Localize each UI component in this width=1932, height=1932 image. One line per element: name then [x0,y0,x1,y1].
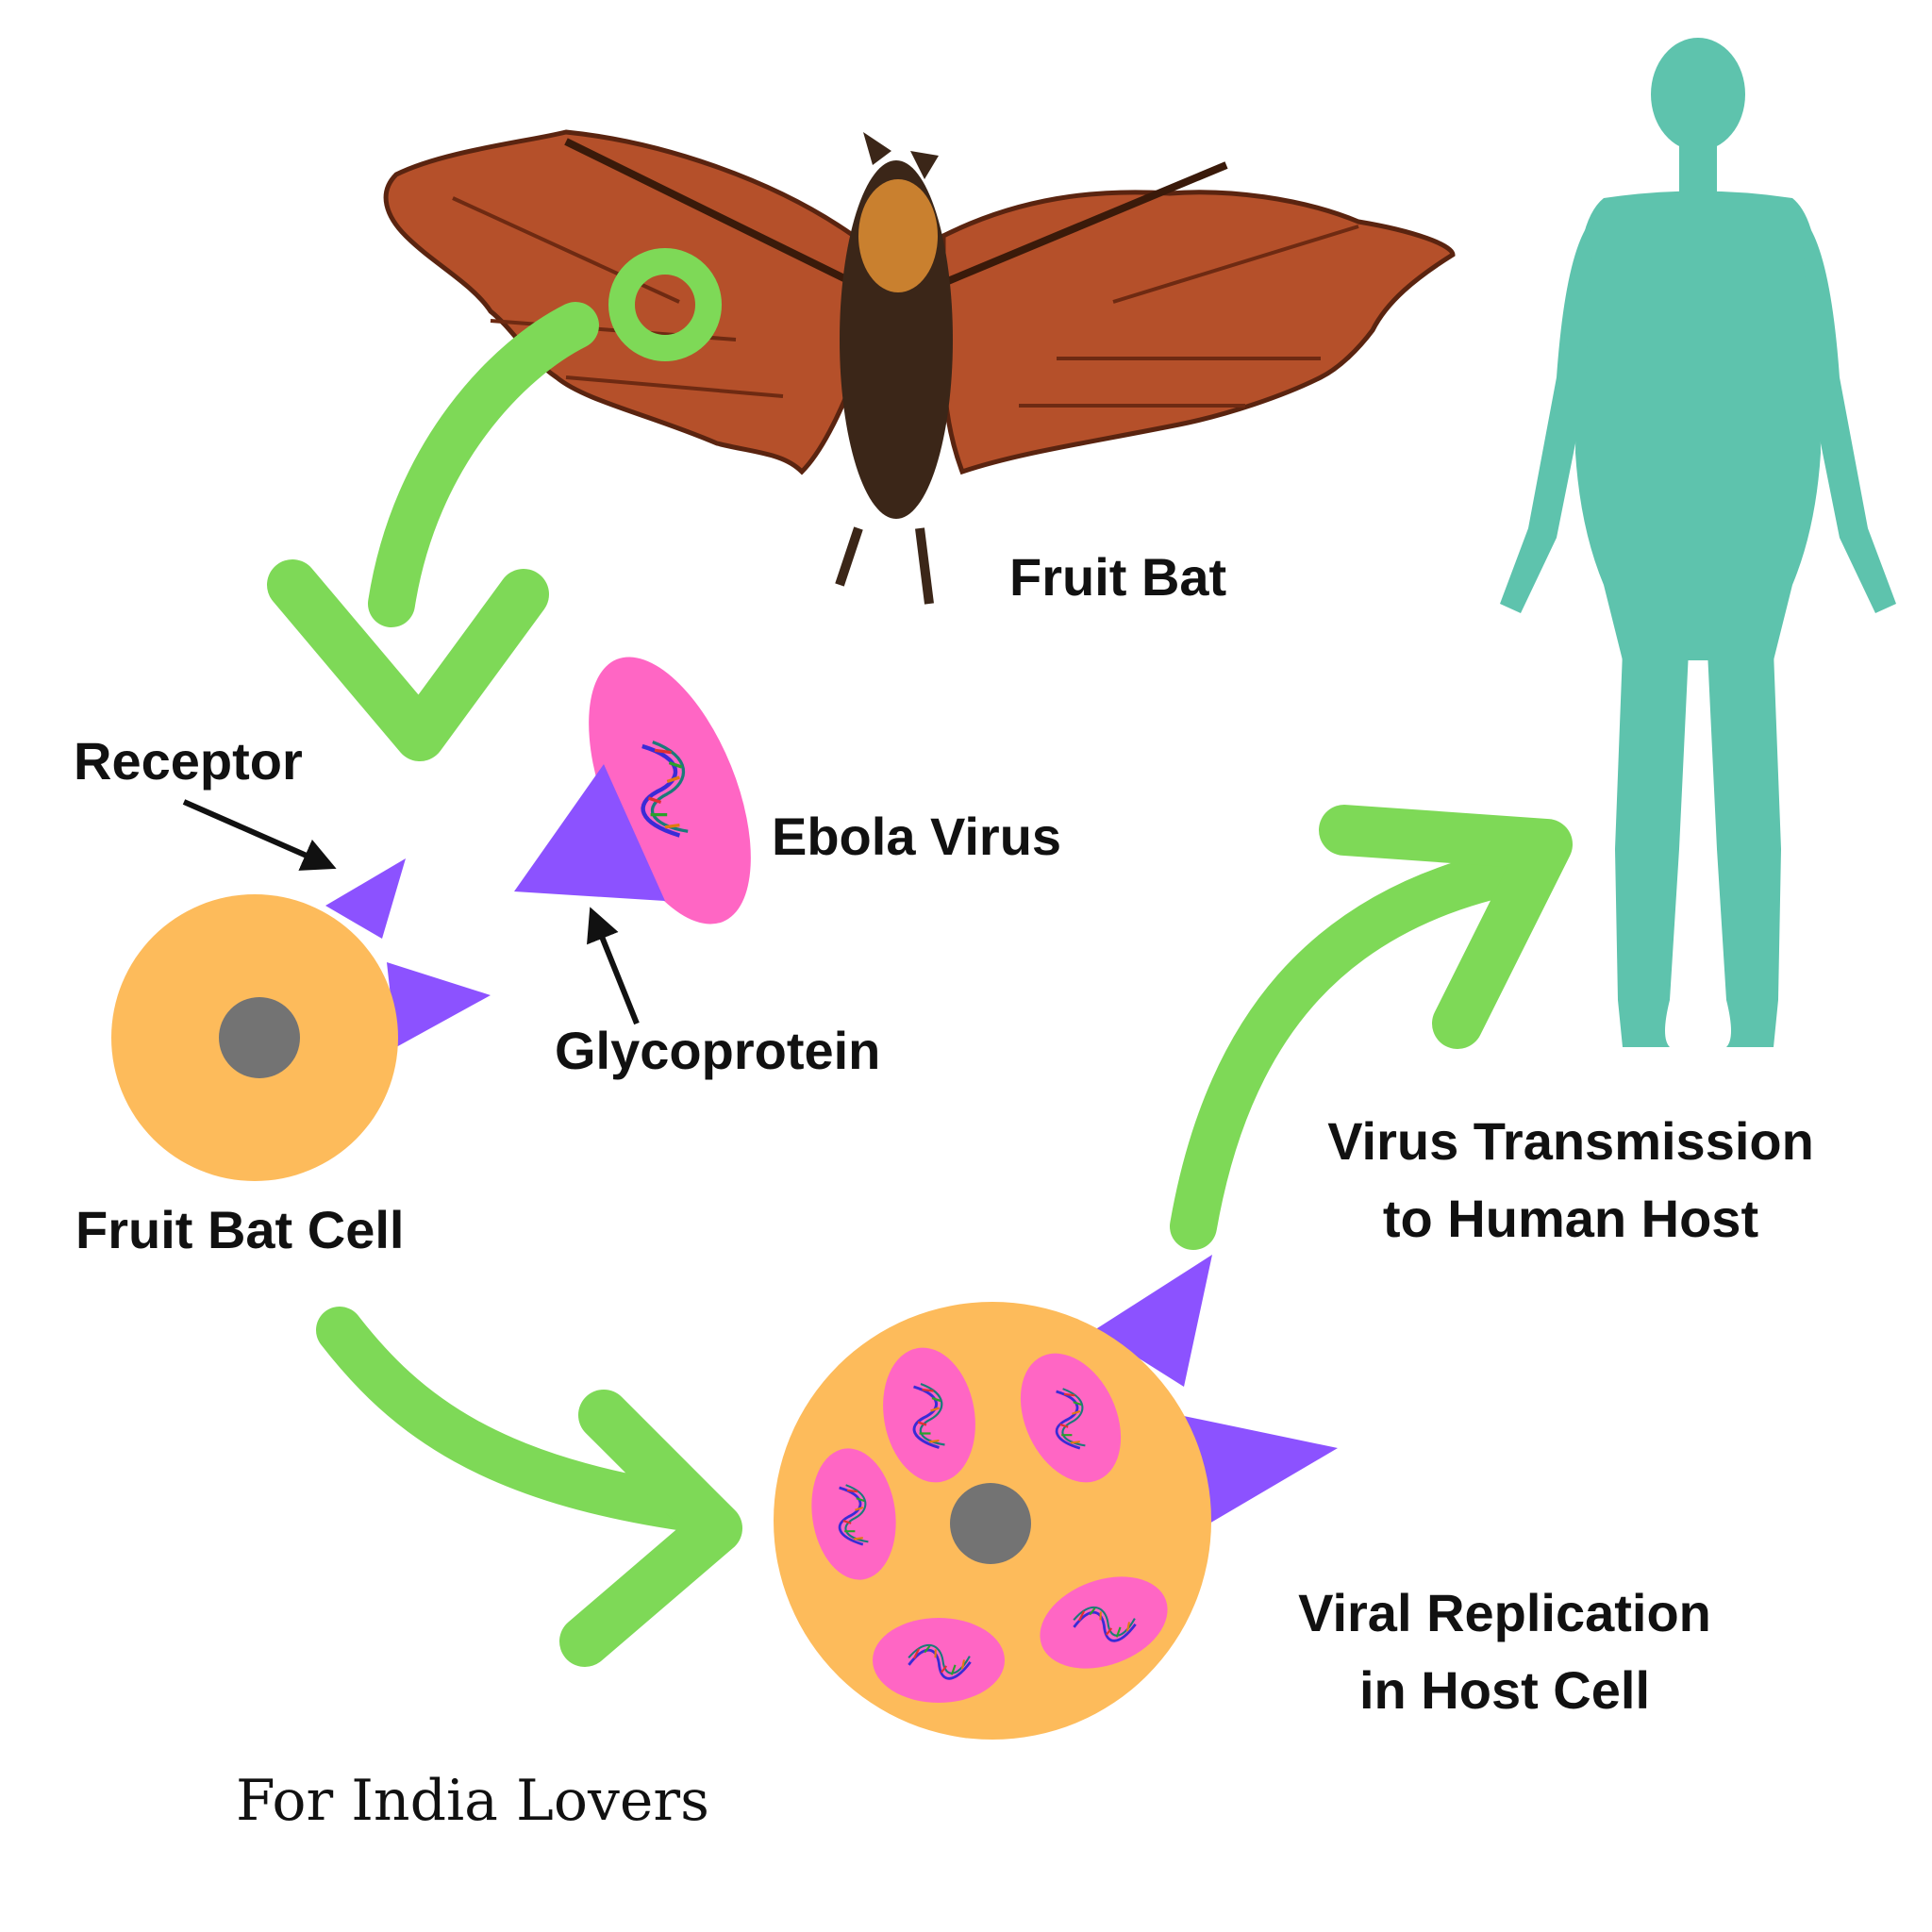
transmission-label-line2: to Human Host [1382,1189,1759,1249]
human-silhouette-icon [1500,38,1896,1047]
cell-to-replication-arrow [316,1307,742,1667]
host-cell-icon [774,1255,1338,1740]
replication-label-line1: Viral Replication [1298,1583,1711,1642]
replication-label: Viral Replication in Host Cell [1259,1583,1750,1722]
fruit-bat-cell-label: Fruit Bat Cell [75,1200,405,1259]
transmission-label: Virus Transmission to Human Host [1297,1111,1844,1250]
fruit-bat-cell-icon [111,858,491,1181]
ebola-virus-label: Ebola Virus [772,807,1062,866]
bat-to-cell-arrow [267,302,599,761]
replication-label-line2: in Host Cell [1358,1660,1651,1721]
fruit-bat-label: Fruit Bat [1009,547,1227,607]
glycoprotein-label: Glycoprotein [555,1021,881,1080]
replication-to-human-arrow [1170,805,1573,1250]
receptor-label: Receptor [74,731,303,791]
ebola-virus-icon [514,657,751,924]
watermark-text: For India Lovers [236,1768,709,1834]
fruit-bat-image [383,129,1456,605]
transmission-label-line1: Virus Transmission [1327,1111,1814,1171]
